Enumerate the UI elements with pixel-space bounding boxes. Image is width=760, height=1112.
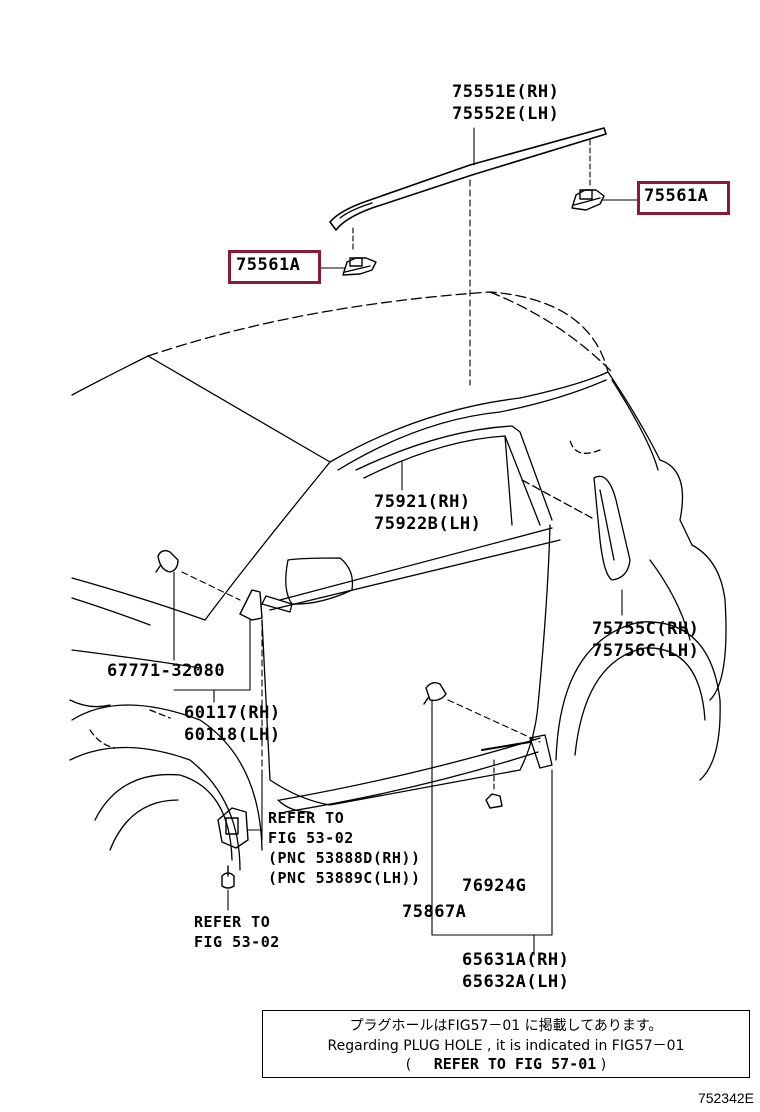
label-75552E[interactable]: 75552E(LH) xyxy=(452,104,560,124)
note-refer-link[interactable]: REFER TO FIG 57-01 xyxy=(433,1055,597,1073)
fig-ref-label-b[interactable]: FIG 53-02 xyxy=(194,933,280,951)
figure-id: 752342E xyxy=(697,1090,754,1106)
highlight-box-right xyxy=(637,181,730,215)
plug-hole-note: プラグホールはFIG57－01 に掲載してあります。 Regarding PLU… xyxy=(262,1010,750,1078)
pnc-lh-label: (PNC 53889C(LH)) xyxy=(268,869,421,887)
note-refer-row: ( REFER TO FIG 57-01 ) xyxy=(263,1055,749,1073)
note-open-paren: ( xyxy=(405,1057,412,1073)
note-close-paren: ) xyxy=(600,1057,607,1073)
label-65631A[interactable]: 65631A(RH) xyxy=(462,950,570,970)
note-english: Regarding PLUG HOLE , it is indicated in… xyxy=(327,1038,685,1054)
label-65632A[interactable]: 65632A(LH) xyxy=(462,972,570,992)
clip-icon-75867 xyxy=(423,681,447,705)
label-60118[interactable]: 60118(LH) xyxy=(184,725,281,745)
label-75755C[interactable]: 75755C(RH) xyxy=(592,619,700,639)
leader-lines xyxy=(173,461,623,956)
label-67771[interactable]: 67771-32080 xyxy=(107,661,226,681)
clip-icon-right xyxy=(571,189,605,211)
label-75561A-left[interactable]: 75561A xyxy=(236,255,301,275)
mirror-garnish-icon xyxy=(239,589,263,621)
pnc-rh-label: (PNC 53888D(RH)) xyxy=(268,849,421,867)
screw-icon-lower xyxy=(221,865,235,889)
clip-icon-67771 xyxy=(155,549,179,573)
car-body xyxy=(69,291,727,871)
clip-icon-76924 xyxy=(485,793,503,809)
mudguard-icon xyxy=(217,807,249,849)
refer-to-label-b: REFER TO xyxy=(194,913,271,931)
label-60117[interactable]: 60117(RH) xyxy=(184,703,281,723)
fig-ref-label-a[interactable]: FIG 53-02 xyxy=(268,829,354,847)
refer-to-label-a: REFER TO xyxy=(268,809,345,827)
label-75561A-right[interactable]: 75561A xyxy=(644,186,709,206)
label-75921[interactable]: 75921(RH) xyxy=(374,492,471,512)
label-75867A[interactable]: 75867A xyxy=(402,902,467,922)
molding-leaders xyxy=(317,127,641,386)
label-75756C[interactable]: 75756C(LH) xyxy=(592,641,700,661)
note-japanese: プラグホールはFIG57－01 に掲載してあります。 xyxy=(349,1018,663,1034)
label-75551E[interactable]: 75551E(RH) xyxy=(452,82,560,102)
label-76924G[interactable]: 76924G xyxy=(462,876,527,896)
highlight-box-left xyxy=(228,250,321,284)
label-75922B[interactable]: 75922B(LH) xyxy=(374,514,482,534)
roof-molding xyxy=(329,127,607,231)
clip-icon-left xyxy=(342,257,377,276)
